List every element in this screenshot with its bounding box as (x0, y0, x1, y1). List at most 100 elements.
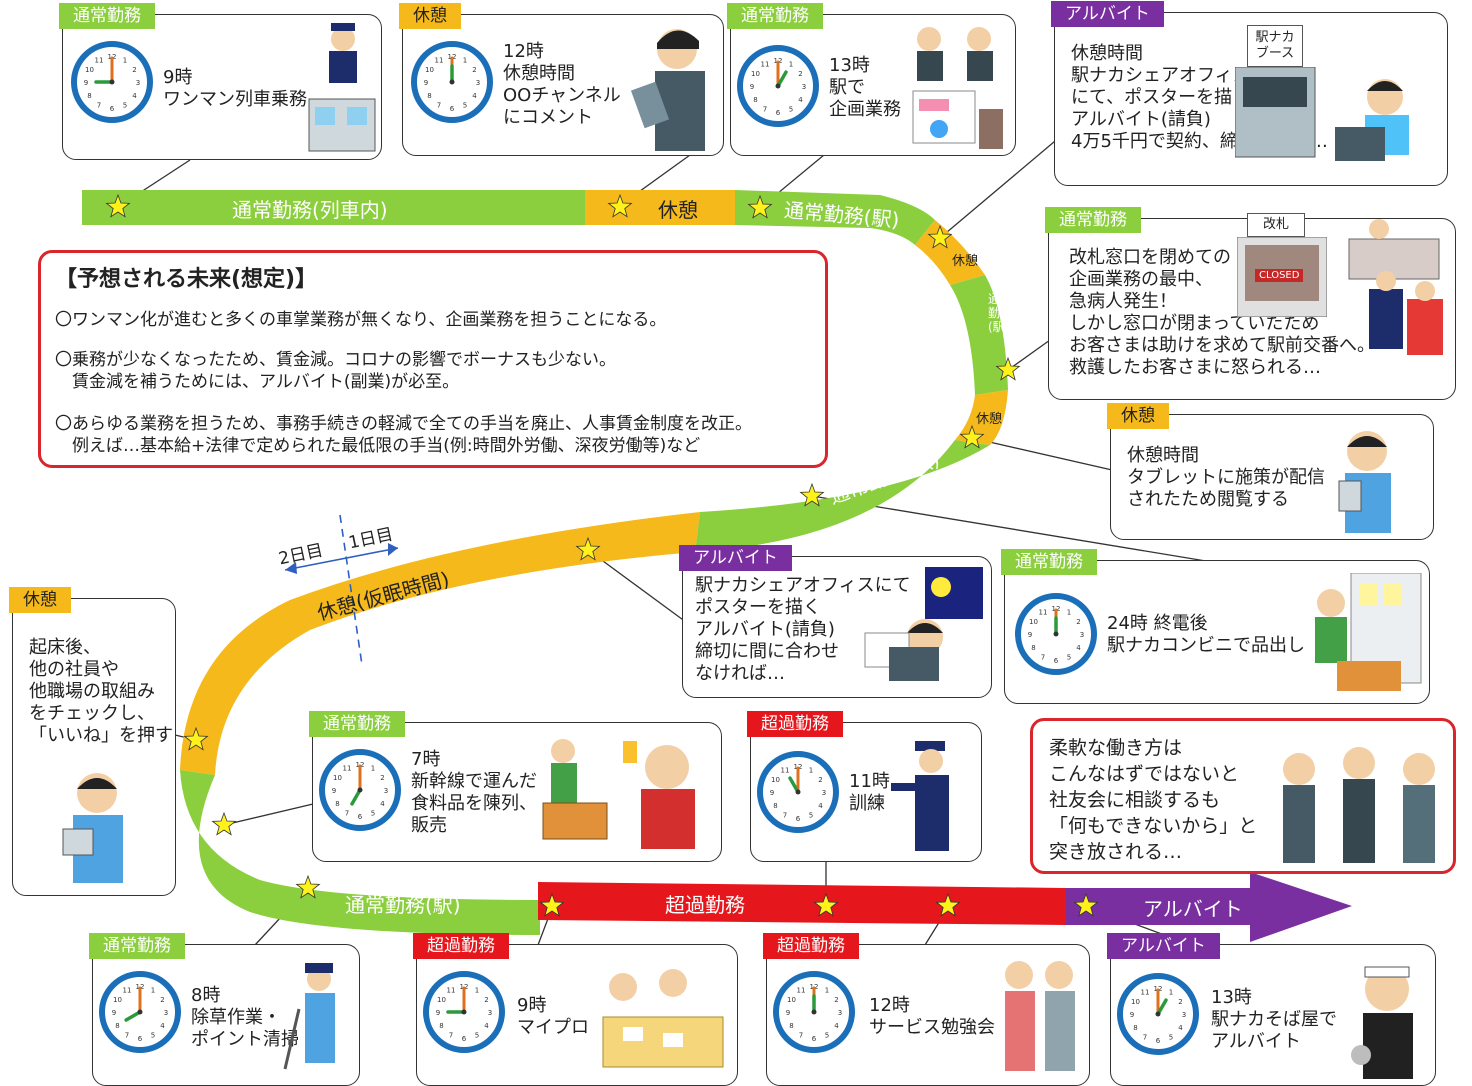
clock-numeral: 7 (449, 1032, 453, 1040)
clock-center (1155, 1011, 1161, 1017)
clock-numeral: 11 (797, 986, 806, 994)
day-divider-arrow (284, 547, 399, 571)
clock-numeral: 4 (484, 1022, 489, 1030)
card-text: 12時 休憩時間 OOチャンネル にコメント (503, 41, 621, 128)
clock-numeral: 10 (1131, 998, 1140, 1006)
clock-numeral: 7 (1041, 654, 1045, 662)
clock-numeral: 3 (488, 1009, 492, 1017)
clock-numeral: 8 (115, 1022, 119, 1030)
card-text: 改札窓口を閉めての 企画業務の最中、 急病人発生！ しかし窓口が閉まっていたため… (1069, 247, 1375, 378)
clock-numeral: 6 (776, 109, 781, 117)
food-sales-illustration (542, 739, 695, 849)
clock-numeral: 7 (125, 1032, 129, 1040)
clock-numeral: 7 (799, 1032, 803, 1040)
clock-numeral: 6 (1156, 1037, 1161, 1045)
band-normal-station-3 (180, 770, 540, 935)
station-staff-illustration (891, 741, 949, 851)
clock-numeral: 5 (371, 810, 375, 818)
clock-hour-hand (776, 70, 788, 88)
clock-numeral: 5 (809, 812, 813, 820)
clock-numeral: 9 (786, 1009, 790, 1017)
weeding-illustration (283, 963, 335, 1070)
card-rest-like: 休憩 起床後、 他の社員や 他職場の取組み をチェックし、 「いいね」を押す (9, 587, 176, 896)
card-text: 9時 ワンマン列車乗務 (163, 67, 307, 110)
clock-numeral: 1 (825, 986, 829, 994)
card-text: 12時 サービス勉強会 (869, 995, 995, 1038)
future-title: 【予想される未来(想定)】 (55, 267, 318, 292)
timeline-star (927, 224, 953, 249)
clock-numeral: 4 (1076, 644, 1081, 652)
clock-numeral: 8 (335, 800, 339, 808)
band-rest-small-2 (955, 390, 1008, 445)
predicted-future-box: 【予想される未来(想定)】 〇ワンマン化が進むと多くの車掌業務が無くなり、企画業… (38, 250, 828, 468)
band-label-rest-1: 休憩 (658, 198, 698, 222)
band-normal-station-small (950, 275, 1008, 395)
timeline-star (959, 424, 985, 449)
card-tag: 通常勤務 (59, 3, 155, 29)
clock-numeral: 10 (333, 774, 342, 782)
card-text: 9時 マイプロ (517, 995, 589, 1038)
clock-numeral: 10 (787, 996, 796, 1004)
clock-numeral: 3 (476, 79, 480, 87)
band-label-normal-train: 通常勤務(列車内) (232, 198, 388, 222)
clock-numeral: 2 (132, 66, 136, 74)
clock-center (449, 79, 455, 85)
band-parttime-arrow (1066, 872, 1352, 942)
tablet-man-illustration (630, 29, 705, 151)
clock-numeral: 4 (472, 92, 477, 100)
clock-numeral: 10 (751, 70, 760, 78)
card-text: 駅ナカシェアオフィスにて ポスターを描く アルバイト(請負) 締切に間に合わせ … (695, 575, 911, 684)
card-text: 13時 駅で 企画業務 (829, 55, 901, 120)
clock-numeral: 5 (151, 1032, 155, 1040)
card-tag: 休憩 (399, 3, 461, 29)
clock-numeral: 3 (1182, 1011, 1186, 1019)
clock-numeral: 8 (1031, 644, 1035, 652)
card-tag: アルバイト (1107, 933, 1220, 959)
flexible-text: 柔軟な働き方は こんなはずではないと 社友会に相談するも 「何もできないから」と… (1049, 737, 1258, 863)
tablet-user-illustration (62, 773, 123, 883)
soba-cook-illustration (1351, 966, 1413, 1079)
office-worker-illustration (1235, 67, 1409, 161)
clock-numeral: 5 (1067, 654, 1071, 662)
timeline-star (183, 726, 209, 751)
clock-numeral: 7 (437, 102, 441, 110)
clock-numeral: 3 (838, 1009, 842, 1017)
clock-center (109, 79, 115, 85)
clock-numeral: 9 (1028, 631, 1032, 639)
band-normal-station-2 (695, 440, 990, 552)
clock-numeral: 6 (462, 1035, 467, 1043)
clock-numeral: 5 (123, 102, 127, 110)
clock-numeral: 8 (753, 96, 757, 104)
clock-numeral: 2 (1076, 618, 1080, 626)
card-text: 13時 駅ナカそば屋で アルバイト (1211, 987, 1337, 1052)
clock-numeral: 5 (1169, 1034, 1173, 1042)
card-tag: アルバイト (1051, 1, 1164, 27)
band-label-normal-station-small: 通常 勤務 (駅) (988, 292, 1013, 334)
clock-hour-hand (788, 776, 800, 794)
clock-numeral: 9 (424, 79, 428, 87)
card-tag: 休憩 (1107, 403, 1169, 429)
clock-center (775, 83, 781, 89)
clock-numeral: 8 (773, 802, 777, 810)
clock-numeral: 11 (447, 986, 456, 994)
clock-numeral: 6 (450, 105, 455, 113)
card-tag: 通常勤務 (309, 711, 405, 737)
clock-numeral: 11 (435, 56, 444, 64)
clock-numeral: 11 (781, 766, 790, 774)
clock-numeral: 2 (1178, 998, 1182, 1006)
card-parttime-poster-2: アルバイト 駅ナカシェアオフィスにて ポスターを描く アルバイト(請負) 締切に… (679, 545, 992, 698)
clock-numeral: 7 (345, 810, 349, 818)
